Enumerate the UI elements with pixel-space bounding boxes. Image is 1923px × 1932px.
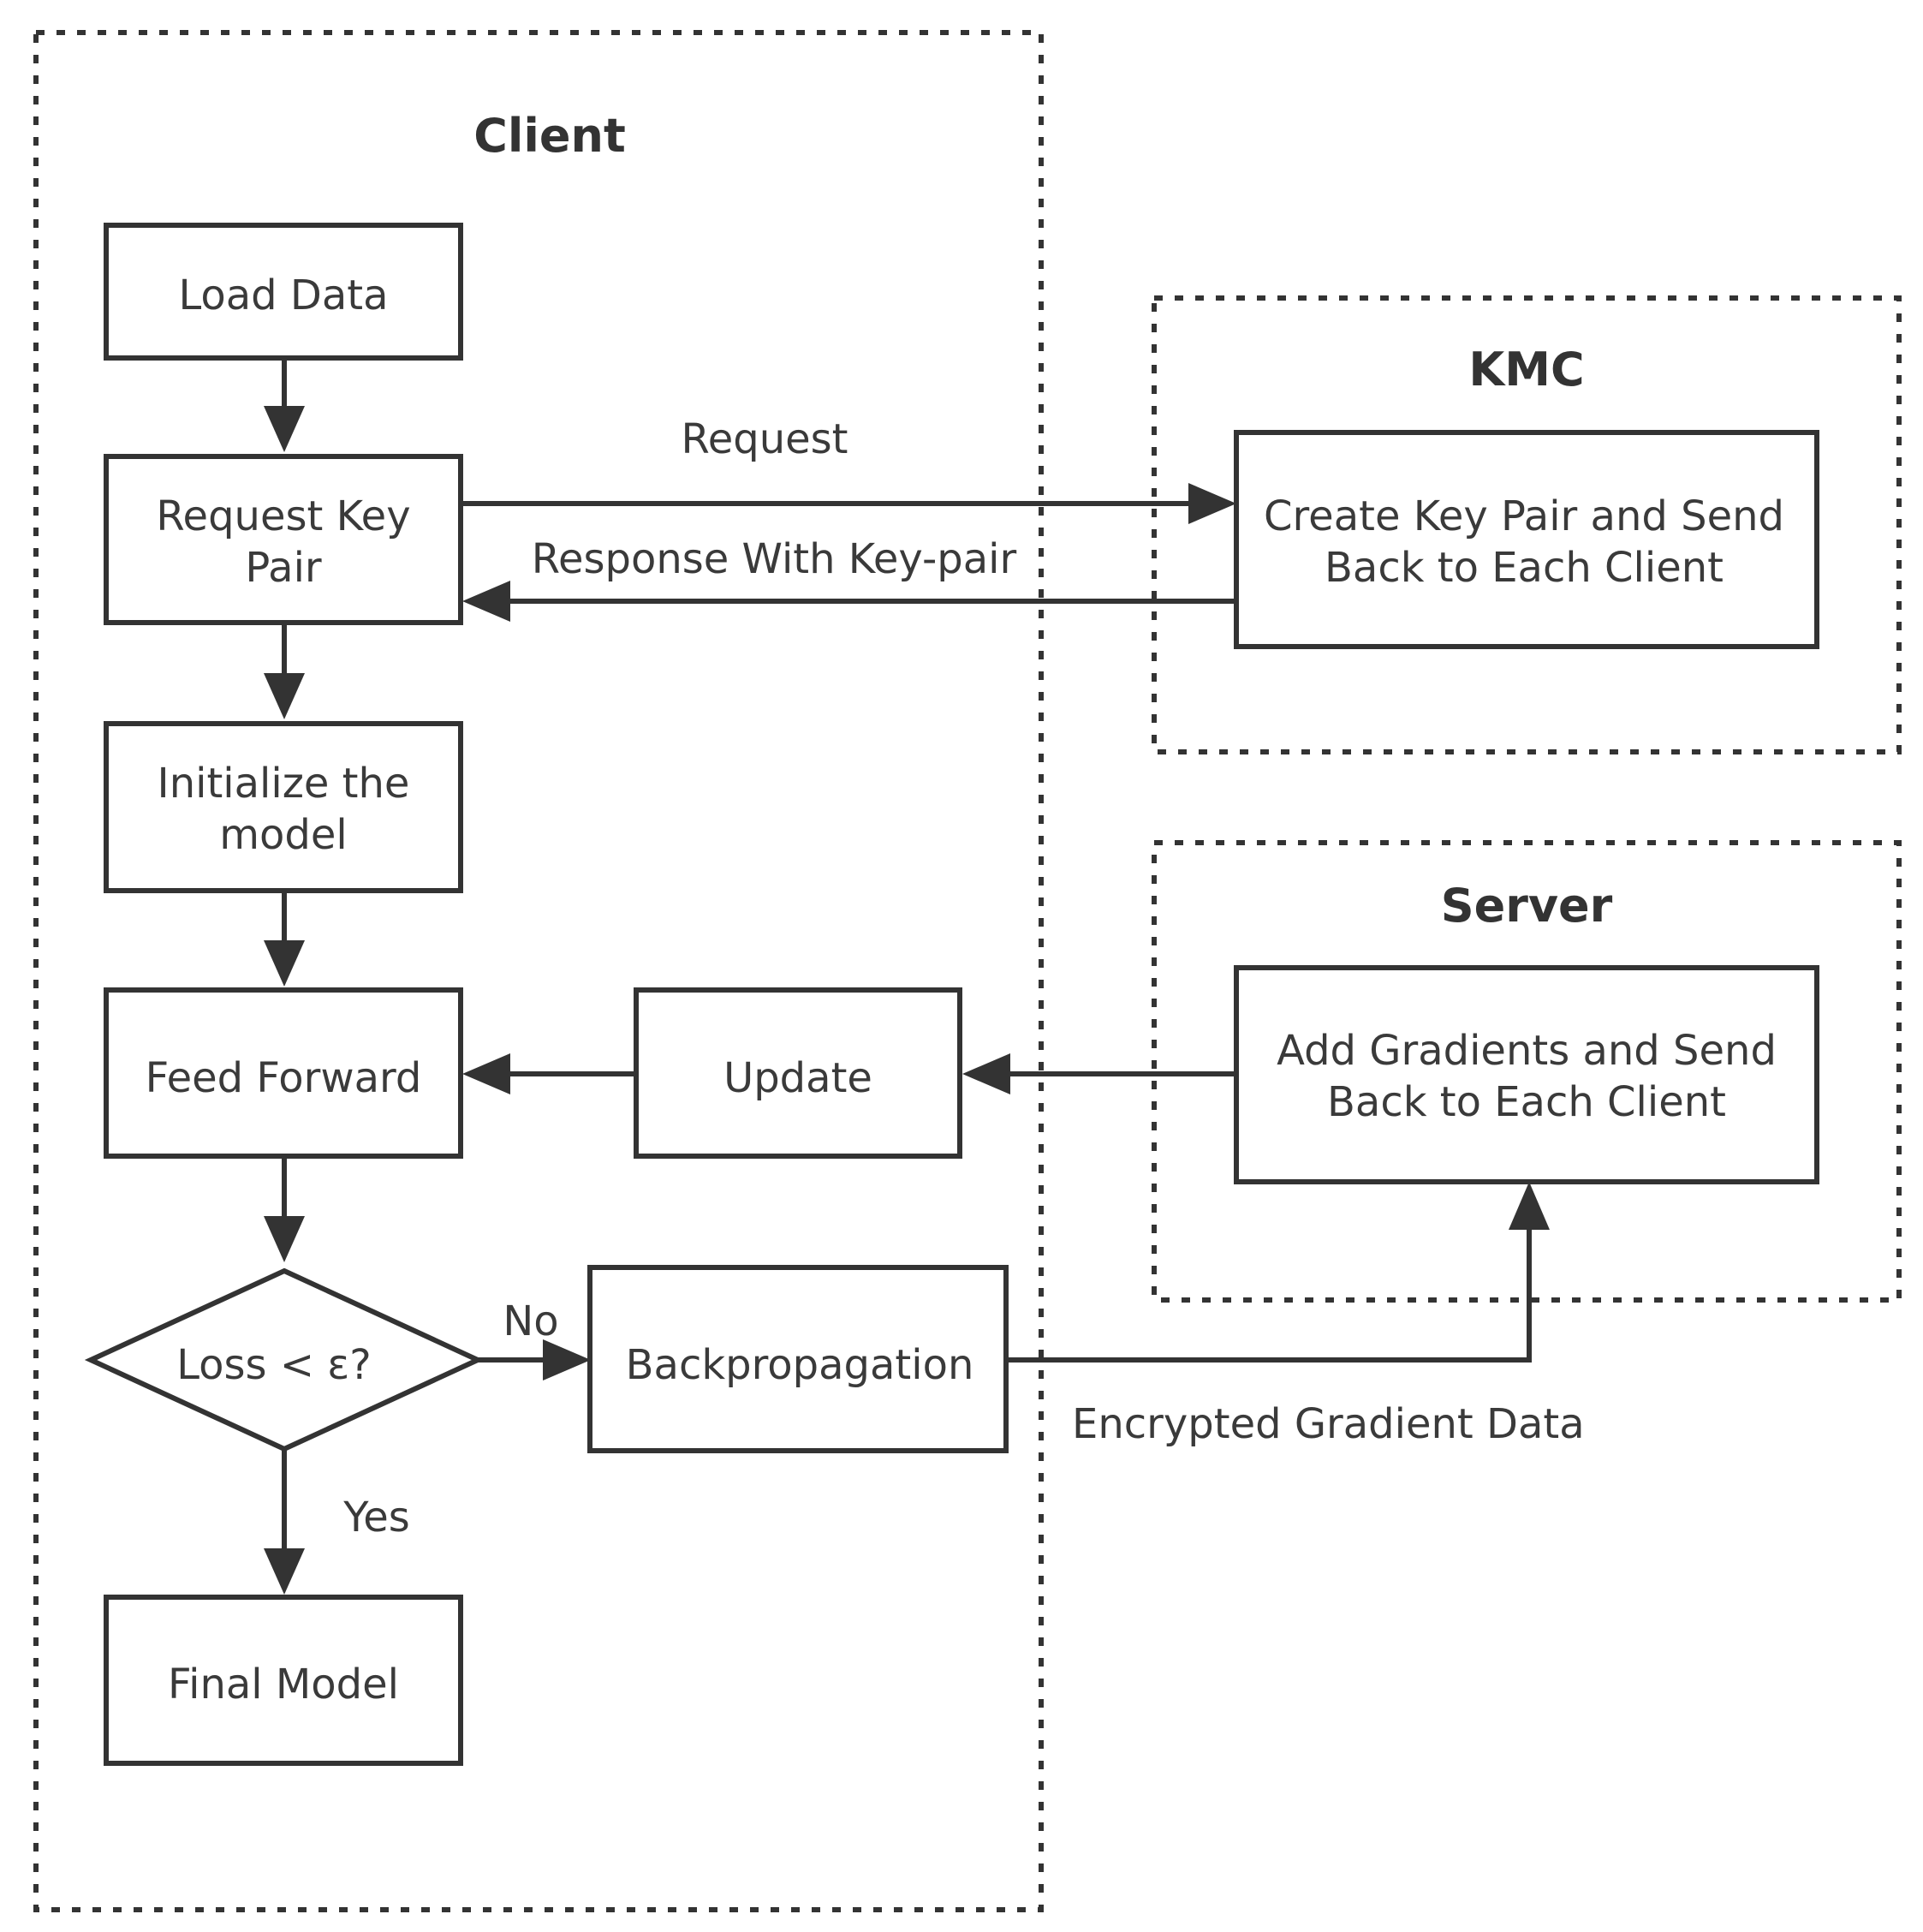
update-label: Update bbox=[723, 1054, 872, 1102]
final-model-label: Final Model bbox=[168, 1661, 399, 1708]
label-line: Pair bbox=[245, 544, 322, 592]
arrowhead-right-icon bbox=[1188, 483, 1236, 524]
initialize-model-box bbox=[104, 721, 463, 893]
load-data-label: Load Data bbox=[178, 271, 388, 319]
load-data-box bbox=[104, 223, 463, 361]
update-box bbox=[634, 987, 962, 1159]
edge-label-encrypted: Encrypted Gradient Data bbox=[1072, 1400, 1585, 1448]
backpropagation-label: Backpropagation bbox=[626, 1341, 974, 1389]
create-key-pair-box bbox=[1234, 430, 1819, 649]
label-line: Loss < ε? bbox=[176, 1341, 371, 1389]
label-line: Back to Each Client bbox=[1327, 1078, 1726, 1126]
server-group-border bbox=[1152, 840, 1902, 1303]
client-group-title: Client bbox=[473, 109, 626, 163]
edge-label-yes: Yes bbox=[342, 1494, 409, 1541]
arrowhead-left-icon bbox=[462, 1053, 510, 1094]
edge-backprop-to-server bbox=[1006, 1226, 1532, 1363]
arrowhead-left-icon bbox=[962, 1053, 1010, 1094]
arrowhead-down-icon bbox=[264, 673, 305, 719]
feed-forward-label: Feed Forward bbox=[146, 1054, 422, 1102]
backpropagation-box bbox=[587, 1265, 1009, 1453]
arrowhead-down-icon bbox=[264, 1216, 305, 1262]
feed-forward-box bbox=[104, 987, 463, 1159]
label-line: Create Key Pair and Send bbox=[1264, 492, 1784, 540]
edge-label-request: Request bbox=[682, 415, 848, 463]
label-line: Back to Each Client bbox=[1325, 544, 1724, 592]
final-model-box bbox=[104, 1595, 463, 1766]
label-line: Final Model bbox=[168, 1661, 399, 1708]
request-key-pair-box bbox=[104, 454, 463, 625]
arrowhead-right-icon bbox=[543, 1339, 591, 1380]
arrowhead-down-icon bbox=[264, 940, 305, 987]
edge-label-no: No bbox=[503, 1297, 558, 1345]
kmc-group-border bbox=[1152, 295, 1902, 754]
label-line: Initialize the bbox=[158, 760, 410, 808]
label-line: Backpropagation bbox=[626, 1341, 974, 1389]
arrowhead-left-icon bbox=[462, 581, 510, 622]
label-line: Load Data bbox=[178, 271, 388, 319]
label-line: Update bbox=[723, 1054, 872, 1102]
server-group-title: Server bbox=[1441, 879, 1613, 933]
arrowhead-up-icon bbox=[1509, 1182, 1550, 1230]
label-line: Add Gradients and Send bbox=[1277, 1027, 1777, 1075]
label-line: Request Key bbox=[156, 492, 410, 540]
label-line: Feed Forward bbox=[146, 1054, 422, 1102]
arrowhead-down-icon bbox=[264, 406, 305, 452]
loss-check-diamond bbox=[84, 1267, 485, 1452]
loss-check-label: Loss < ε? bbox=[176, 1341, 371, 1389]
arrowhead-down-icon bbox=[264, 1548, 305, 1595]
label-line: model bbox=[219, 811, 347, 859]
kmc-group-title: KMC bbox=[1468, 343, 1584, 397]
add-gradients-box bbox=[1234, 965, 1819, 1184]
edge-label-response: Response With Key-pair bbox=[532, 535, 1017, 583]
